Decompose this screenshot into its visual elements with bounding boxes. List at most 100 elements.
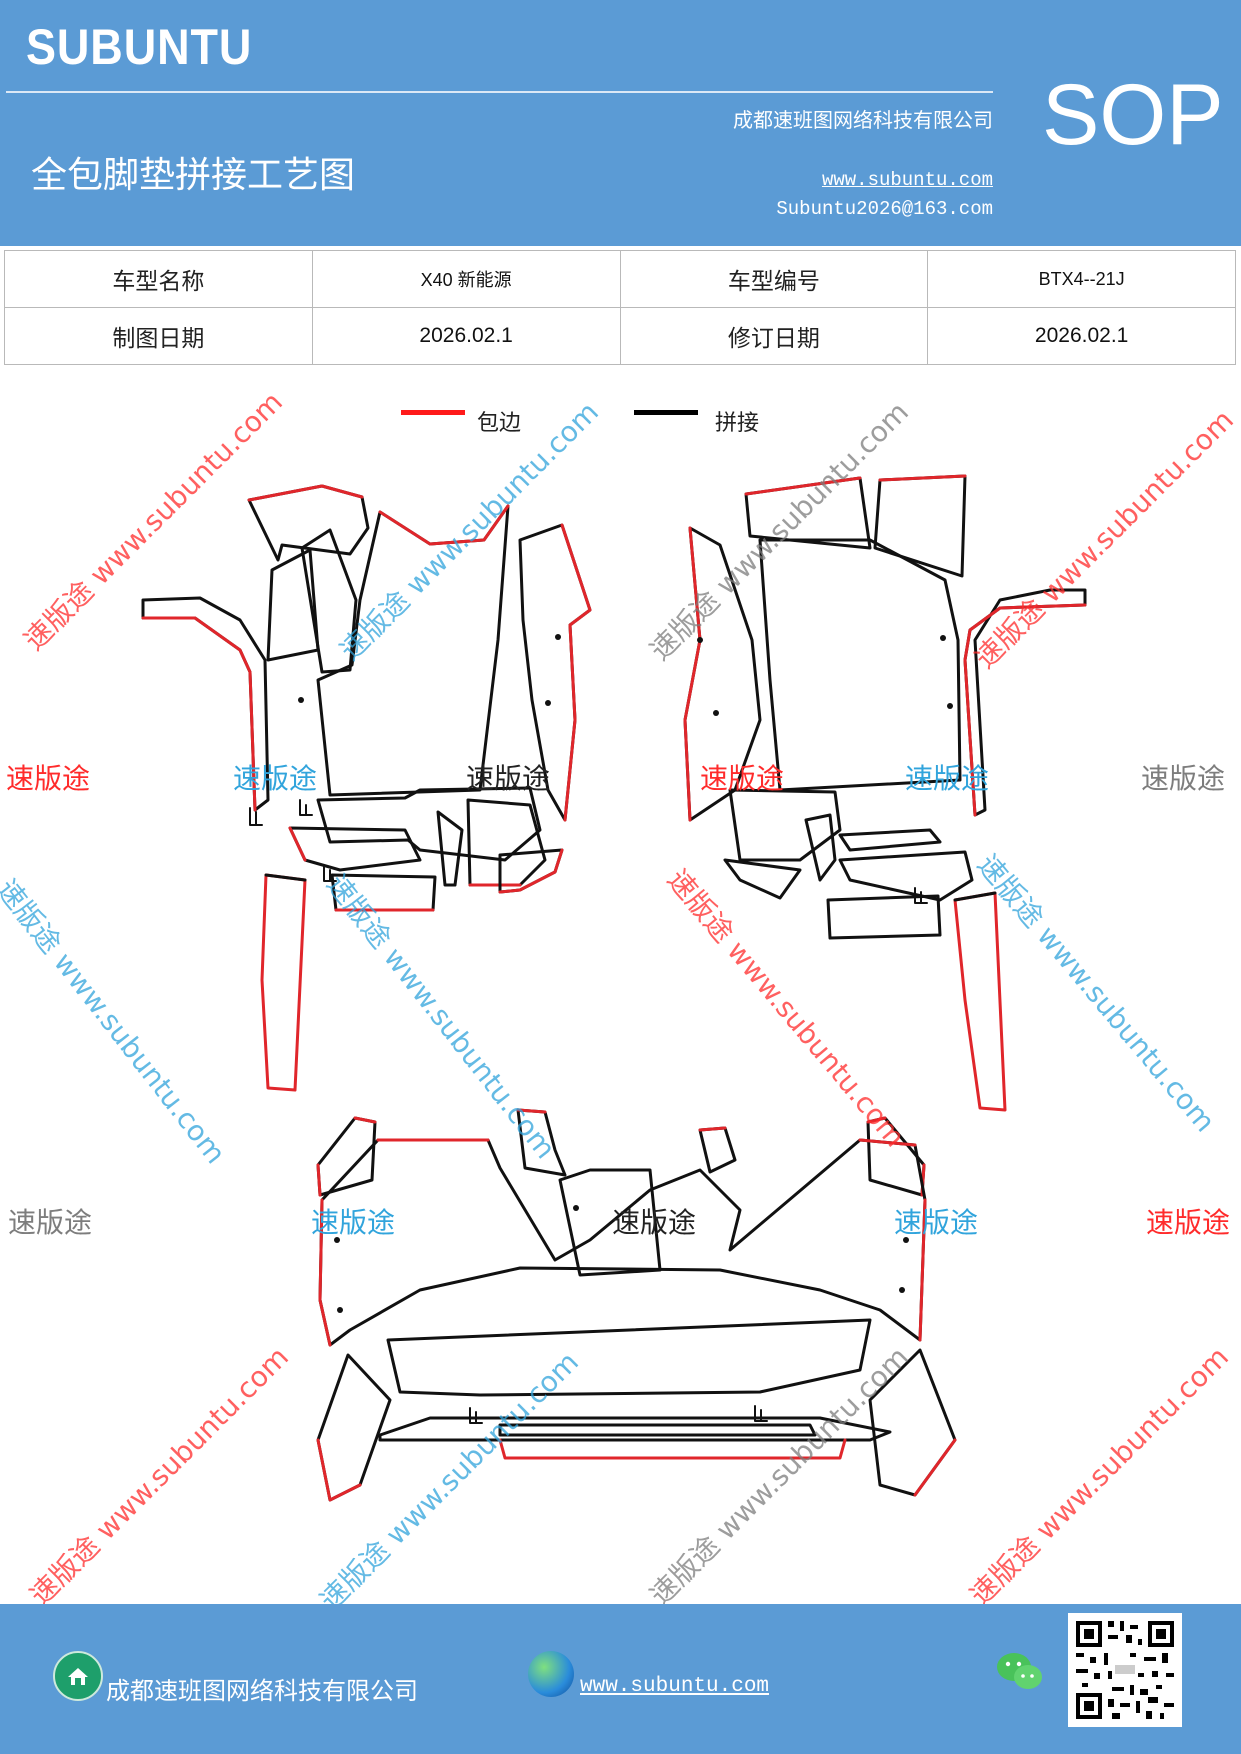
locator-dot (298, 697, 304, 703)
mat-piece (260, 873, 307, 1092)
mat-piece (288, 826, 422, 872)
mat-piece (300, 528, 358, 674)
mat-piece (744, 476, 862, 496)
locator-dot (545, 700, 551, 706)
mat-piece (516, 1108, 547, 1114)
wechat-icon-glyph (997, 1653, 1042, 1689)
mat-piece (804, 813, 837, 882)
mat-piece (316, 1438, 362, 1502)
sop-badge: SOP (1042, 67, 1224, 163)
mat-piece (698, 1126, 737, 1174)
wechat-icon[interactable] (995, 1650, 1045, 1694)
mat-piece (838, 828, 942, 852)
mat-piece (683, 526, 702, 822)
legend-join-swatch (634, 410, 698, 415)
table-row: 车型名称 X40 新能源 车型编号 BTX4--21J (4, 250, 1236, 308)
watermark-brand: 速版途 (1141, 762, 1226, 795)
seam-marker (754, 1405, 768, 1422)
mat-piece (560, 523, 592, 822)
watermark-brand: 速版途 (1146, 1206, 1231, 1239)
model-code-label: 车型编号 (619, 250, 929, 308)
seam-markers (249, 799, 928, 1424)
home-icon (53, 1651, 103, 1701)
mat-piece (247, 484, 364, 502)
watermark-brand: 速版途 (233, 762, 318, 795)
mat-piece (316, 1116, 377, 1197)
model-code-value: BTX4--21J (927, 250, 1236, 308)
mat-piece (953, 891, 1007, 1112)
locator-dot (697, 637, 703, 643)
qr-code (1068, 1613, 1182, 1727)
watermark-brand: 速版途 (8, 1206, 93, 1239)
rear-mat-group (316, 1108, 957, 1502)
page-title: 全包脚垫拼接工艺图 (31, 155, 356, 196)
watermark-brand: 速版途 (894, 1206, 979, 1239)
header-banner (0, 0, 1241, 246)
mat-piece (141, 616, 257, 812)
draw-date-value: 2026.02.1 (311, 307, 621, 365)
mat-piece (868, 1348, 957, 1497)
mat-piece (963, 603, 1087, 817)
locator-dot (337, 1307, 343, 1313)
locator-dot (713, 710, 719, 716)
mat-piece (838, 850, 974, 902)
legend-edge-swatch (401, 410, 465, 415)
header-website-link[interactable]: www.subuntu.com (821, 169, 993, 191)
mat-piece (758, 538, 962, 792)
header-company-name: 成都速班图网络科技有限公司 (733, 108, 993, 132)
legend-edge-label: 包边 (477, 411, 522, 436)
mat-piece (264, 873, 307, 882)
locator-dot (573, 1205, 579, 1211)
globe-icon (528, 1651, 574, 1697)
watermark-brand: 速版途 (6, 762, 91, 795)
brand-logo: SUBUNTU (26, 19, 253, 75)
mat-piece (318, 1138, 927, 1347)
mat-piece (498, 1423, 817, 1437)
footer-website-link[interactable]: www.subuntu.com (580, 1675, 770, 1698)
footer-company-name: 成都速班图网络科技有限公司 (106, 1677, 418, 1705)
watermark-brand: 速版途 (700, 762, 785, 795)
model-info-table: 车型名称 X40 新能源 车型编号 BTX4--21J 制图日期 2026.02… (4, 250, 1236, 365)
mat-piece (913, 1438, 957, 1497)
locator-dot (899, 1287, 905, 1293)
mat-piece (723, 858, 802, 900)
seam-marker (469, 1407, 483, 1424)
locator-dot (947, 703, 953, 709)
seam-marker (249, 807, 263, 826)
watermark-brand: 速版途 (466, 762, 551, 795)
mat-piece (826, 894, 942, 940)
draw-date-label: 制图日期 (4, 307, 313, 365)
model-name-value: X40 新能源 (311, 250, 621, 308)
mat-piece (436, 810, 464, 887)
mat-piece (378, 504, 510, 546)
mat-piece (698, 1126, 727, 1132)
mat-piece (498, 848, 564, 894)
locator-dot (334, 1237, 340, 1243)
revision-date-value: 2026.02.1 (927, 307, 1236, 365)
mat-piece (316, 1116, 377, 1197)
locator-dot (940, 635, 946, 641)
revision-date-label: 修订日期 (619, 307, 929, 365)
watermark-brand: 速版途 (905, 762, 990, 795)
mat-piece (953, 891, 997, 902)
watermark-brand: 速版途 (612, 1206, 697, 1239)
watermark-brand: 速版途 (311, 1206, 396, 1239)
seam-marker (914, 887, 928, 904)
mat-piece (498, 1438, 847, 1460)
locator-dot (555, 634, 561, 640)
left-mat-group (141, 484, 592, 1092)
qr-code-glyph (1068, 1613, 1182, 1727)
mat-piece (558, 1168, 662, 1277)
mat-piece (316, 1353, 392, 1502)
header-divider (6, 91, 993, 93)
home-icon-glyph (68, 1668, 88, 1685)
mat-piece (386, 1318, 872, 1397)
model-name-label: 车型名称 (4, 250, 313, 308)
mat-piece (728, 788, 842, 862)
header-email[interactable]: Subuntu2026@163.com (776, 198, 993, 220)
legend-join-label: 拼接 (715, 411, 760, 436)
mat-piece (316, 786, 542, 862)
table-row: 制图日期 2026.02.1 修订日期 2026.02.1 (4, 307, 1236, 365)
right-mat-group (683, 474, 1087, 1112)
